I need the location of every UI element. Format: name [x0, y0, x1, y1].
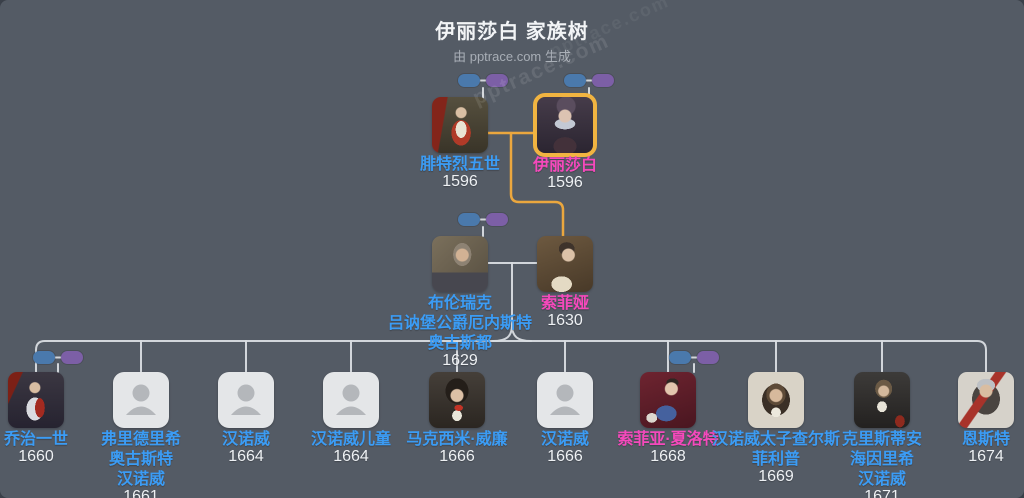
page-subtitle: 由 pptrace.com 生成	[453, 49, 571, 64]
person-node-elizabeth: 伊丽莎白 1596	[455, 93, 675, 191]
person-year: 1668	[650, 448, 686, 465]
mother-chip[interactable]	[592, 74, 614, 87]
portrait-placeholder[interactable]	[323, 372, 379, 428]
portrait-maximilian-william[interactable]	[429, 372, 485, 428]
portrait-placeholder[interactable]	[537, 372, 593, 428]
person-name: 奥古斯都	[427, 335, 492, 352]
person-node-christian-heinrich: 克里斯蒂安 海因里希 汉诺威 1671	[772, 372, 992, 498]
father-chip[interactable]	[458, 213, 480, 226]
portrait-ernst[interactable]	[958, 372, 1014, 428]
person-year: 1671	[864, 488, 900, 498]
person-year: 1596	[442, 173, 478, 190]
person-year: 1630	[547, 312, 583, 329]
person-name: 索菲亚·夏洛特	[617, 431, 719, 448]
page-title: 伊丽莎白 家族树	[435, 21, 589, 43]
person-name: 汉诺威太子查尔斯	[711, 431, 840, 448]
person-year: 1629	[442, 352, 478, 369]
person-year: 1661	[123, 488, 159, 498]
person-name: 乔治一世	[3, 431, 68, 448]
person-year: 1664	[333, 448, 369, 465]
person-year: 1669	[758, 468, 794, 485]
person-name: 伊丽莎白	[532, 157, 597, 174]
person-name: 吕讷堡公爵厄内斯特	[387, 315, 532, 332]
mother-chip[interactable]	[486, 213, 508, 226]
person-node-ernest-augustus: 布伦瑞克 吕讷堡公爵厄内斯特 奥古斯都 1629	[350, 236, 570, 369]
person-node-hanover-1666: 汉诺威 1666	[455, 372, 675, 465]
person-year: 1666	[547, 448, 583, 465]
mother-chip[interactable]	[697, 351, 719, 364]
portrait-ernest-augustus[interactable]	[432, 236, 488, 292]
person-node-hanover-1664: 汉诺威 1664	[136, 372, 356, 465]
person-year: 1664	[228, 448, 264, 465]
person-placeholder-icon	[550, 384, 580, 415]
person-name: 汉诺威	[540, 431, 589, 448]
portrait-christian-heinrich[interactable]	[854, 372, 910, 428]
person-node-charles-philip: 汉诺威太子查尔斯 菲利普 1669	[666, 372, 886, 485]
person-name: 克里斯蒂安	[841, 431, 922, 448]
highlight-descent-line	[509, 131, 565, 239]
father-chip[interactable]	[669, 351, 691, 364]
mother-chip[interactable]	[486, 74, 508, 87]
person-name: 汉诺威	[116, 471, 165, 488]
person-year: 1674	[968, 448, 1004, 465]
person-year: 1660	[18, 448, 54, 465]
person-name: 马克西米·威廉	[406, 431, 508, 448]
person-name: 恩斯特	[961, 431, 1010, 448]
person-node-sophia: 索菲娅 1630	[455, 236, 675, 329]
person-year: 1666	[439, 448, 475, 465]
father-chip[interactable]	[33, 351, 55, 364]
portrait-sophia[interactable]	[537, 236, 593, 292]
portrait-placeholder[interactable]	[218, 372, 274, 428]
person-placeholder-icon	[231, 384, 261, 415]
children-bus	[35, 340, 987, 373]
mother-chip[interactable]	[61, 351, 83, 364]
person-node-ernst: 恩斯特 1674	[876, 372, 1024, 465]
person-name: 汉诺威儿童	[310, 431, 391, 448]
person-node-maximilian-william: 马克西米·威廉 1666	[347, 372, 567, 465]
person-placeholder-icon	[126, 384, 156, 415]
portrait-placeholder[interactable]	[113, 372, 169, 428]
person-name: 弗里德里希	[100, 431, 181, 448]
person-name: 腓特烈五世	[419, 156, 500, 173]
person-node-sophia-charlotte: 索菲亚·夏洛特 1668	[558, 372, 778, 465]
portrait-elizabeth[interactable]	[537, 97, 593, 153]
father-chip[interactable]	[564, 74, 586, 87]
person-name: 索菲娅	[540, 295, 589, 312]
selected-highlight-frame	[533, 93, 597, 157]
person-name: 汉诺威	[221, 431, 270, 448]
person-name: 海因里希	[849, 451, 914, 468]
person-node-frederick-v: 腓特烈五世 1596	[350, 97, 570, 190]
person-name: 汉诺威	[857, 471, 906, 488]
person-node-frederick-augustus: 弗里德里希 奥古斯特 汉诺威 1661	[31, 372, 251, 498]
portrait-frederick-v[interactable]	[432, 97, 488, 153]
person-name: 布伦瑞克	[427, 295, 492, 312]
portrait-charles-philip[interactable]	[748, 372, 804, 428]
person-name: 奥古斯特	[108, 451, 173, 468]
person-placeholder-icon	[336, 384, 366, 415]
portrait-george-i[interactable]	[8, 372, 64, 428]
person-node-hanover-child: 汉诺威儿童 1664	[241, 372, 461, 465]
father-chip[interactable]	[458, 74, 480, 87]
portrait-sophia-charlotte[interactable]	[640, 372, 696, 428]
person-year: 1596	[547, 174, 583, 191]
person-name: 菲利普	[751, 451, 800, 468]
person-node-george-i: 乔治一世 1660	[0, 372, 146, 465]
